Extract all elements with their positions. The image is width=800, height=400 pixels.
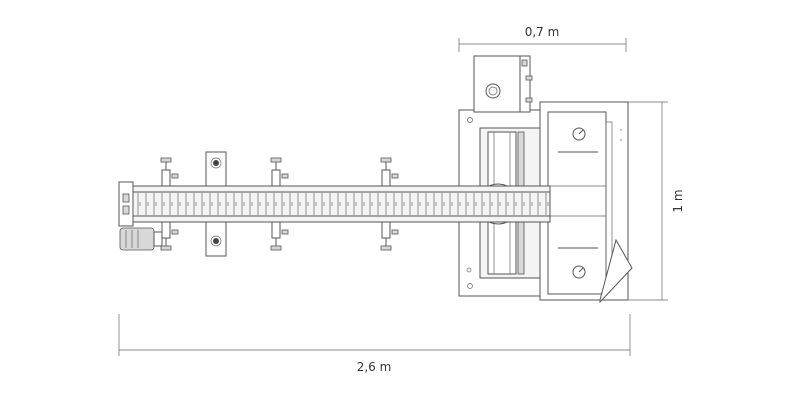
adjustment-knob-icon bbox=[572, 265, 586, 279]
control-box bbox=[473, 55, 533, 113]
guide-bracket bbox=[380, 157, 399, 187]
guide-bracket bbox=[380, 221, 399, 251]
dimension-label-bottom: 2,6 m bbox=[357, 360, 392, 374]
conveyor-belt bbox=[129, 185, 551, 223]
dimension-top-width: 0,7 m bbox=[458, 25, 627, 52]
adjustment-knob-icon bbox=[572, 127, 586, 141]
guide-bracket bbox=[160, 157, 179, 187]
dimension-label-top: 0,7 m bbox=[525, 25, 560, 39]
dimension-right-height: 1 m bbox=[628, 101, 685, 301]
motor-icon bbox=[119, 227, 163, 251]
guide-bracket bbox=[270, 157, 289, 187]
guide-unit bbox=[539, 101, 633, 304]
guide-rail-brackets bbox=[160, 157, 399, 251]
guide-bracket bbox=[160, 221, 179, 251]
drive-end bbox=[118, 181, 163, 251]
dimension-bottom-length: 2,6 m bbox=[118, 314, 631, 374]
guide-bracket bbox=[270, 221, 289, 251]
dimension-label-right: 1 m bbox=[671, 189, 685, 212]
belt-slats bbox=[137, 193, 549, 215]
support-left bbox=[205, 151, 227, 257]
